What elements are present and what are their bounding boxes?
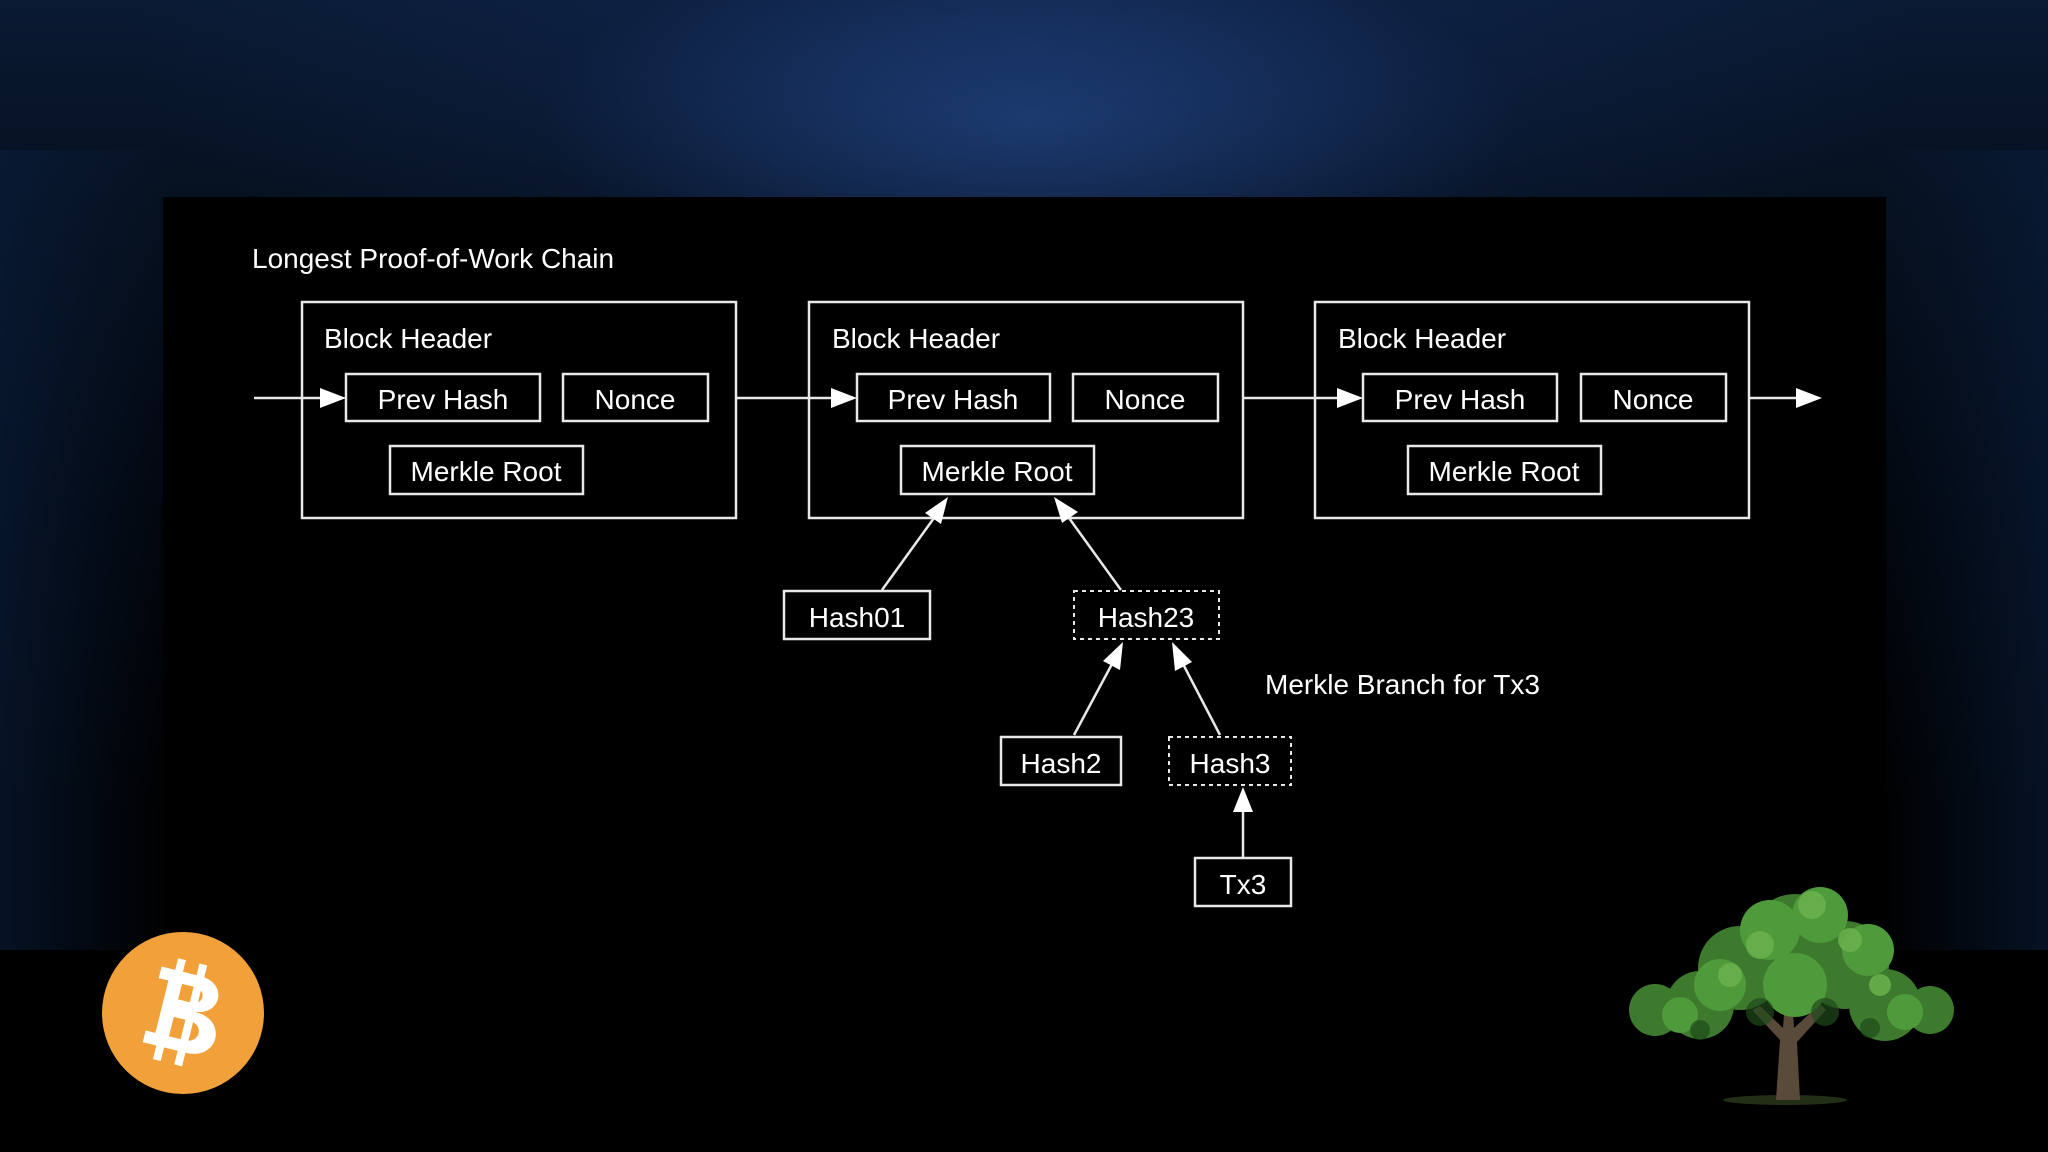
arrow-block-1-to-block-2-head bbox=[831, 388, 857, 408]
arrow-hash01-to-merkle-root bbox=[880, 517, 936, 591]
block-3-merkle-root-label: Merkle Root bbox=[1429, 456, 1580, 487]
arrow-hash23-to-merkle-root bbox=[1067, 517, 1123, 591]
chain-arrows bbox=[254, 388, 1822, 408]
tx3-box bbox=[1193, 856, 1293, 908]
block-1-frame bbox=[300, 300, 738, 520]
diagram-title: Longest Proof-of-Work Chain bbox=[252, 243, 614, 274]
block-1-nonce-box bbox=[561, 372, 710, 423]
arrow-hash01-to-merkle-root-head bbox=[925, 497, 948, 524]
block-3-prev-hash-box bbox=[1361, 372, 1559, 423]
hash01-label: Hash01 bbox=[809, 602, 906, 633]
block-3-merkle-root-box bbox=[1406, 444, 1603, 496]
diagram-panel bbox=[163, 197, 1886, 925]
block-2-merkle-root-box bbox=[899, 444, 1096, 496]
block-2-header-label: Block Header bbox=[832, 323, 1000, 354]
block-3: Block Header Prev Hash Nonce Merkle Root bbox=[1313, 300, 1751, 520]
arrow-tx3-to-hash3-head bbox=[1233, 787, 1253, 812]
arrow-hash3-to-hash23-head bbox=[1172, 642, 1192, 671]
background-glow-right bbox=[1878, 150, 2048, 950]
block-3-nonce-box bbox=[1579, 372, 1728, 423]
block-2-prev-hash-box bbox=[855, 372, 1052, 423]
arrow-into-block-1-head bbox=[320, 388, 346, 408]
hash2-label: Hash2 bbox=[1021, 748, 1102, 779]
arrow-hash23-to-merkle-root-head bbox=[1054, 497, 1078, 523]
block-2: Block Header Prev Hash Nonce Merkle Root bbox=[807, 300, 1245, 520]
block-2-prev-hash-label: Prev Hash bbox=[888, 384, 1019, 415]
block-1-merkle-root-box bbox=[388, 444, 585, 496]
tree-icon bbox=[1629, 887, 1954, 1105]
arrow-hash3-to-hash23 bbox=[1181, 663, 1222, 736]
bitcoin-icon bbox=[102, 932, 264, 1094]
block-3-prev-hash-label: Prev Hash bbox=[1395, 384, 1526, 415]
merkle-branch-label: Merkle Branch for Tx3 bbox=[1265, 669, 1540, 700]
block-1-header-label: Block Header bbox=[324, 323, 492, 354]
arrow-hash2-to-hash23 bbox=[1072, 663, 1114, 736]
block-1: Block Header Prev Hash Nonce Merkle Root bbox=[300, 300, 738, 520]
block-3-header-label: Block Header bbox=[1338, 323, 1506, 354]
block-1-prev-hash-box bbox=[344, 372, 542, 423]
tx3-label: Tx3 bbox=[1220, 869, 1267, 900]
hash3-label: Hash3 bbox=[1190, 748, 1271, 779]
hash2-box bbox=[999, 735, 1123, 787]
background-glow-left bbox=[0, 150, 170, 950]
block-3-frame bbox=[1313, 300, 1751, 520]
block-3-nonce-label: Nonce bbox=[1613, 384, 1694, 415]
merkle-tree: Hash01 Hash23 Hash2 Hash3 Tx3 Merkle Bra… bbox=[782, 497, 1540, 908]
block-1-merkle-root-label: Merkle Root bbox=[411, 456, 562, 487]
arrow-out-of-block-3-head bbox=[1796, 388, 1822, 408]
hash23-box bbox=[1073, 590, 1220, 640]
block-2-nonce-box bbox=[1071, 372, 1220, 423]
hash23-label: Hash23 bbox=[1098, 602, 1195, 633]
block-2-nonce-label: Nonce bbox=[1105, 384, 1186, 415]
bitcoin-logo-symbol bbox=[142, 958, 219, 1067]
block-1-nonce-label: Nonce bbox=[595, 384, 676, 415]
arrow-block-2-to-block-3-head bbox=[1337, 388, 1363, 408]
hash01-box bbox=[782, 589, 932, 641]
hash3-box bbox=[1168, 736, 1292, 786]
arrow-hash2-to-hash23-head bbox=[1103, 642, 1123, 670]
block-1-prev-hash-label: Prev Hash bbox=[378, 384, 509, 415]
block-2-frame bbox=[807, 300, 1245, 520]
block-2-merkle-root-label: Merkle Root bbox=[922, 456, 1073, 487]
